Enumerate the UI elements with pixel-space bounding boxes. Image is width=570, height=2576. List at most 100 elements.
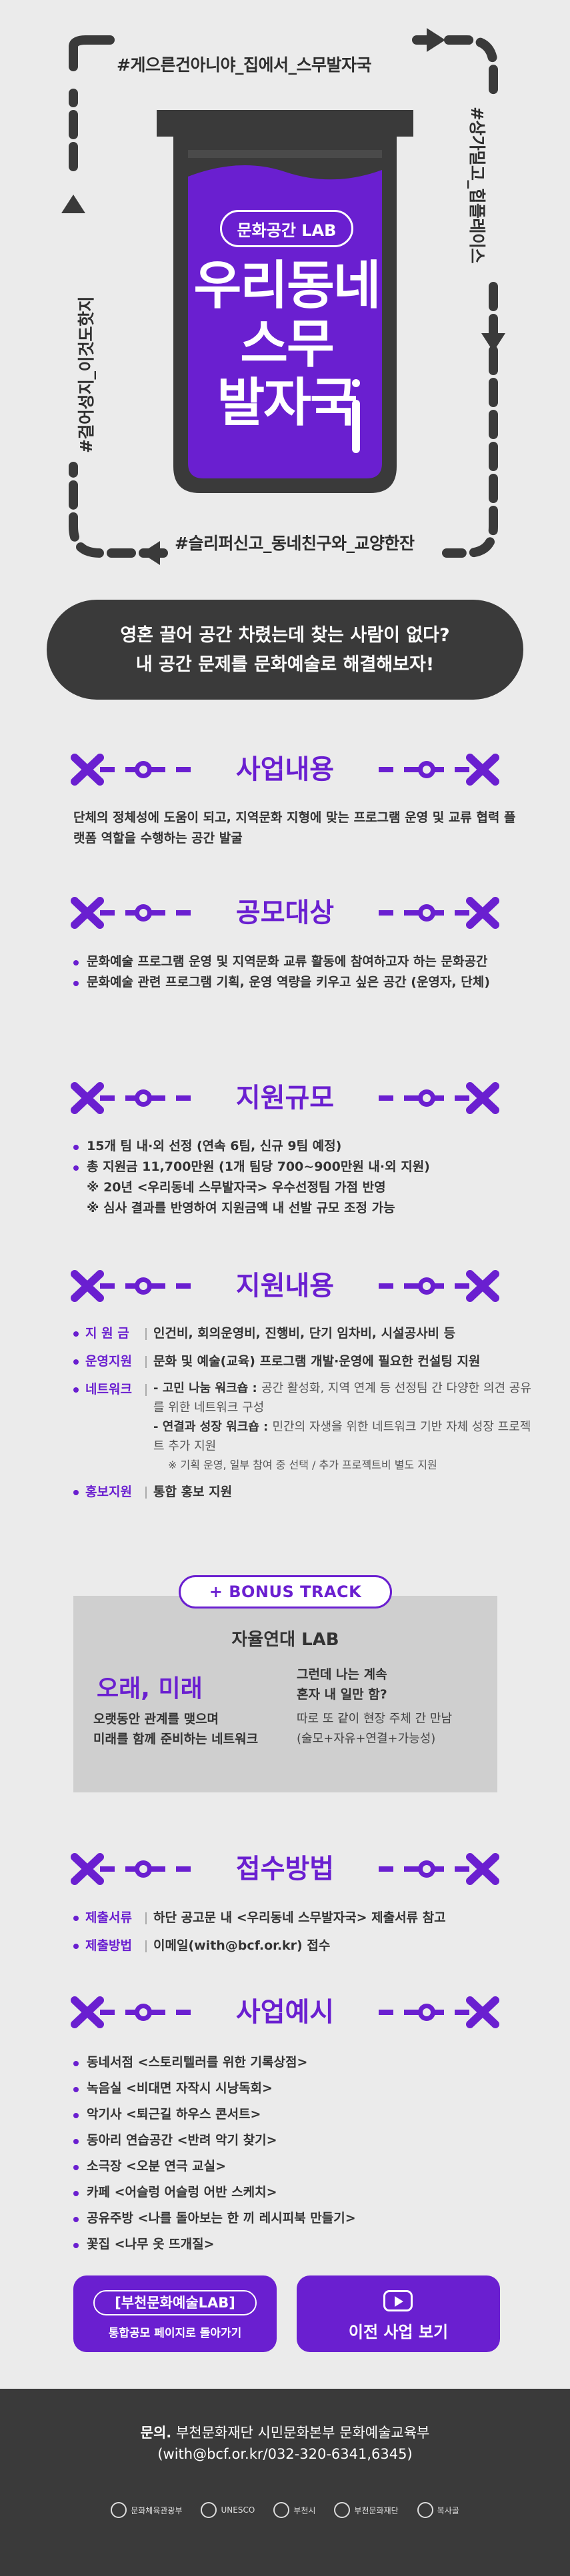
- example-list: 동네서점 <스토리텔러를 위한 기록상점> 녹음실 <비대면 자작시 시낭독회>…: [73, 2052, 527, 2260]
- row-label: 지 원 금: [73, 1323, 153, 1344]
- list-item: 카페 <어슬렁 어슬렁 어반 스케치>: [73, 2182, 527, 2203]
- bullet-dot: [73, 1165, 79, 1171]
- previous-label: 이전 사업 보기: [348, 2323, 449, 2341]
- row-value: 문화 및 예술(교육) 프로그램 개발·운영에 필요한 컨설팅 지원: [153, 1354, 481, 1369]
- bullet-dot: [73, 2243, 79, 2248]
- row-label: 운영지원: [73, 1351, 153, 1372]
- youtube-icon: [383, 2290, 413, 2311]
- list-item: 15개 팀 내·외 선정 (연속 6팀, 신규 9팀 예정): [73, 1136, 527, 1157]
- back-to-lab-button[interactable]: [부천문화예술LAB] 통합공모 페이지로 돌아가기: [73, 2275, 277, 2352]
- section-title: 지원규모: [235, 1083, 335, 1113]
- bullet-dot: [73, 2061, 79, 2066]
- bullet-dot: [73, 2191, 79, 2196]
- section-header: 지원내용: [0, 1266, 570, 1306]
- section-ornament: [71, 750, 499, 790]
- bucheon-city-logo: 부천시: [273, 2502, 315, 2518]
- note: ※ 심사 결과를 반영하여 지원금액 내 선발 규모 조정 가능: [87, 1201, 395, 1215]
- bullet-dot: [73, 1490, 79, 1495]
- title-line: 우리동네: [193, 256, 381, 316]
- support-row: 운영지원 문화 및 예술(교육) 프로그램 개발·운영에 필요한 컨설팅 지원: [73, 1351, 540, 1372]
- hashtag-right: #상가밀고_힙플레이스: [467, 107, 487, 263]
- submit-rows: 제출서류 하단 공고문 내 <우리동네 스무발자국> 제출서류 참고 제출방법 …: [73, 1907, 540, 1963]
- list-item: 총 지원금 11,700만원 (1개 팀당 700~900만원 내·외 지원): [73, 1157, 527, 1177]
- lab-badge: [부천문화예술LAB]: [93, 2290, 257, 2315]
- bucheon-city-logo-icon: [273, 2502, 290, 2518]
- row-label: 제출방법: [73, 1935, 153, 1956]
- row-label: 홍보지원: [73, 1481, 153, 1503]
- section-ornament: [71, 1849, 499, 1889]
- intro-line: 내 공간 문제를 문화예술로 해결해보자!: [135, 654, 435, 675]
- bonus-subtitle: 자율연대 LAB: [231, 1630, 339, 1650]
- bcf-logo-icon: [334, 2502, 351, 2518]
- contact-line: 문의. 부천문화재단 시민문화본부 문화예술교육부: [140, 2425, 430, 2441]
- list-item: 문화예술 프로그램 운영 및 지역문화 교류 활동에 참여하고자 하는 문화공간: [73, 952, 527, 972]
- section-header: 사업예시: [0, 1992, 570, 2032]
- bullet-dot: [73, 2217, 79, 2222]
- unesco-logo: UNESCO: [201, 2502, 255, 2518]
- list-item: 녹음실 <비대면 자작시 시낭독회>: [73, 2078, 527, 2099]
- row-label: 네트워크: [73, 1379, 153, 1475]
- hashtag-top: #게으른건아니야_집에서_스무발자국: [117, 55, 371, 75]
- section-title: 지원내용: [235, 1271, 335, 1301]
- section-title: 접수방법: [235, 1854, 335, 1884]
- network-sub: - 고민 나눔 워크숍 : 공간 활성화, 지역 연계 등 선정팀 간 다양한 …: [153, 1381, 531, 1415]
- bonus-box: [73, 1596, 497, 1792]
- bullet-dot: [73, 1916, 79, 1921]
- support-row: 네트워크 - 고민 나눔 워크숍 : 공간 활성화, 지역 연계 등 선정팀 간…: [73, 1379, 540, 1475]
- bullet-dot: [73, 1387, 79, 1393]
- bullet-dot: [73, 2165, 79, 2170]
- hashtag-bottom: #슬리퍼신고_동네친구와_교양한잔: [175, 534, 415, 553]
- section-title: 사업내용: [235, 754, 335, 785]
- row-label: 제출서류: [73, 1907, 153, 1928]
- footer: 문의. 부천문화재단 시민문화본부 문화예술교육부 (with@bcf.or.k…: [0, 2389, 570, 2576]
- list-item: 동아리 연습공간 <반려 악기 찾기>: [73, 2130, 527, 2151]
- list-item: 악기사 <퇴근길 하우스 콘서트>: [73, 2104, 527, 2125]
- list-item: 공유주방 <나를 돌아보는 한 끼 레시피북 만들기>: [73, 2208, 527, 2229]
- list-item: 꽃집 <나무 옷 뜨개질>: [73, 2234, 527, 2255]
- section-text: 단체의 정체성에 도움이 되고, 지역문화 지형에 맞는 프로그램 운영 및 교…: [73, 810, 516, 846]
- bullet-dot: [73, 2087, 79, 2092]
- bonus-left-title: 오래, 미래: [97, 1675, 203, 1702]
- section-ornament: [71, 1992, 499, 2032]
- back-label: 통합공모 페이지로 돌아가기: [108, 2327, 242, 2340]
- section-header: 접수방법: [0, 1849, 570, 1889]
- bonus-right-desc: 따로 또 같이 현장 주체 간 만남 (술모+자유+연결+가능성): [297, 1712, 453, 1746]
- bullet-dot: [73, 981, 79, 986]
- bullet-dot: [73, 1359, 79, 1365]
- section-header: 사업내용: [0, 750, 570, 790]
- bullet-dot: [73, 2113, 79, 2118]
- scale-list: 15개 팀 내·외 선정 (연속 6팀, 신규 9팀 예정) 총 지원금 11,…: [73, 1136, 527, 1219]
- bonus-right-question: 그런데 나는 계속 혼자 내 일만 함?: [297, 1667, 387, 1702]
- support-rows: 지 원 금 인건비, 회의운영비, 진행비, 단기 임차비, 시설공사비 등 운…: [73, 1323, 540, 1509]
- bullet-dot: [73, 960, 79, 966]
- hashtag-left: #걸어성지_이것도핫지: [77, 297, 96, 453]
- section-title: 사업예시: [235, 1997, 335, 2028]
- bullet-dot: [73, 1145, 79, 1150]
- bullet-dot: [73, 1331, 79, 1337]
- boksagol-logo: 복사골: [417, 2502, 459, 2518]
- row-value: 인건비, 회의운영비, 진행비, 단기 임차비, 시설공사비 등: [153, 1326, 456, 1341]
- section-ornament: [71, 1266, 499, 1306]
- section-title: 공모대상: [235, 898, 335, 928]
- ministry-logo: 문화체육관광부: [111, 2502, 182, 2518]
- submit-row: 제출서류 하단 공고문 내 <우리동네 스무발자국> 제출서류 참고: [73, 1907, 540, 1928]
- list-item: 문화예술 관련 프로그램 기획, 운영 역량을 키우고 싶은 공간 (운영자, …: [73, 972, 527, 993]
- bullet-dot: [73, 2139, 79, 2144]
- title-line: 발자국: [217, 373, 357, 433]
- logo-row: 문화체육관광부 UNESCO 부천시 부천문화재단 복사골: [0, 2502, 570, 2518]
- ministry-logo-icon: [111, 2502, 127, 2518]
- support-row: 지 원 금 인건비, 회의운영비, 진행비, 단기 임차비, 시설공사비 등: [73, 1323, 540, 1344]
- previous-projects-button[interactable]: 이전 사업 보기: [297, 2275, 500, 2352]
- submit-row: 제출방법 이메일(with@bcf.or.kr) 접수: [73, 1935, 540, 1956]
- bonus-left-desc: 오랫동안 관계를 맺으며 미래를 함께 준비하는 네트워크: [93, 1712, 259, 1746]
- intro-line: 영혼 끌어 공간 차렸는데 찾는 사람이 없다?: [120, 625, 450, 646]
- boksagol-logo-icon: [417, 2502, 433, 2518]
- bullet-dot: [73, 1944, 79, 1949]
- row-value: 통합 홍보 지원: [153, 1485, 233, 1499]
- list-item: 소극장 <오분 연극 교실>: [73, 2156, 527, 2177]
- network-sub: - 연결과 성장 워크숍 : 민간의 자생을 위한 네트워크 기반 자체 성장 …: [153, 1420, 531, 1453]
- bonus-pill: + BONUS TRACK: [179, 1575, 392, 1609]
- title-line: 스무: [240, 315, 335, 374]
- unesco-logo-icon: [201, 2502, 217, 2518]
